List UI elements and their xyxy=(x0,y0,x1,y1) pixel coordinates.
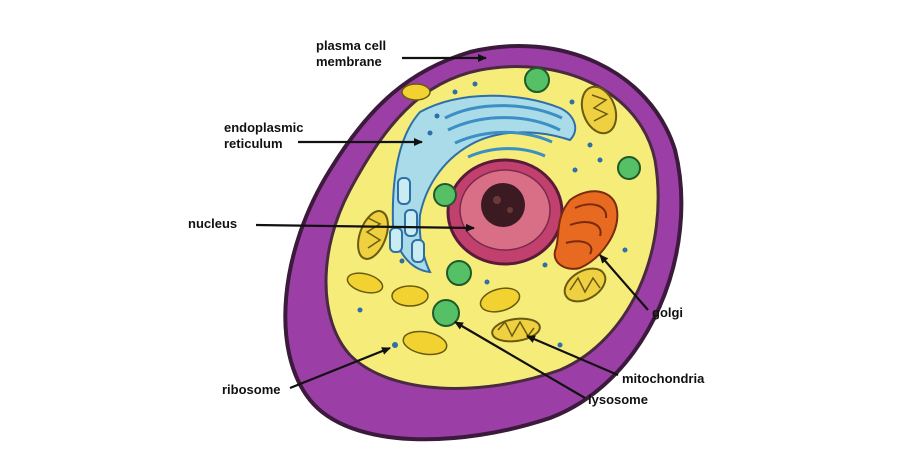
arrow-lysosome xyxy=(454,321,586,399)
label-mitochondria: mitochondria xyxy=(622,371,705,386)
arrow-mitochondria xyxy=(526,334,619,377)
arrow-ribosome xyxy=(289,346,391,390)
label-er-line2: reticulum xyxy=(224,136,283,151)
label-nucleus: nucleus xyxy=(188,216,238,231)
arrow-nucleus xyxy=(255,223,475,232)
arrow-golgi xyxy=(599,254,649,311)
label-plasma-membrane-line1: plasma cell xyxy=(316,38,387,53)
mitochondria-group xyxy=(357,85,618,343)
label-plasma-membrane: plasma cell membrane xyxy=(316,38,386,70)
golgi-apparatus xyxy=(553,190,619,270)
label-golgi: golgi xyxy=(652,305,684,320)
nucleus xyxy=(446,158,564,266)
pointer-arrows xyxy=(255,54,649,399)
endoplasmic-reticulum xyxy=(389,94,577,274)
label-endoplasmic-reticulum: endoplasmic reticulum xyxy=(224,120,303,152)
ribosomes xyxy=(357,81,628,348)
label-er-line1: endoplasmic xyxy=(224,120,304,135)
lysosomes xyxy=(432,67,641,327)
label-lysosome: lysosome xyxy=(588,392,648,407)
label-ribosome: ribosome xyxy=(222,382,281,397)
vesicles xyxy=(346,83,521,356)
label-plasma-membrane-line2: membrane xyxy=(316,54,382,69)
nucleolus xyxy=(481,183,525,227)
